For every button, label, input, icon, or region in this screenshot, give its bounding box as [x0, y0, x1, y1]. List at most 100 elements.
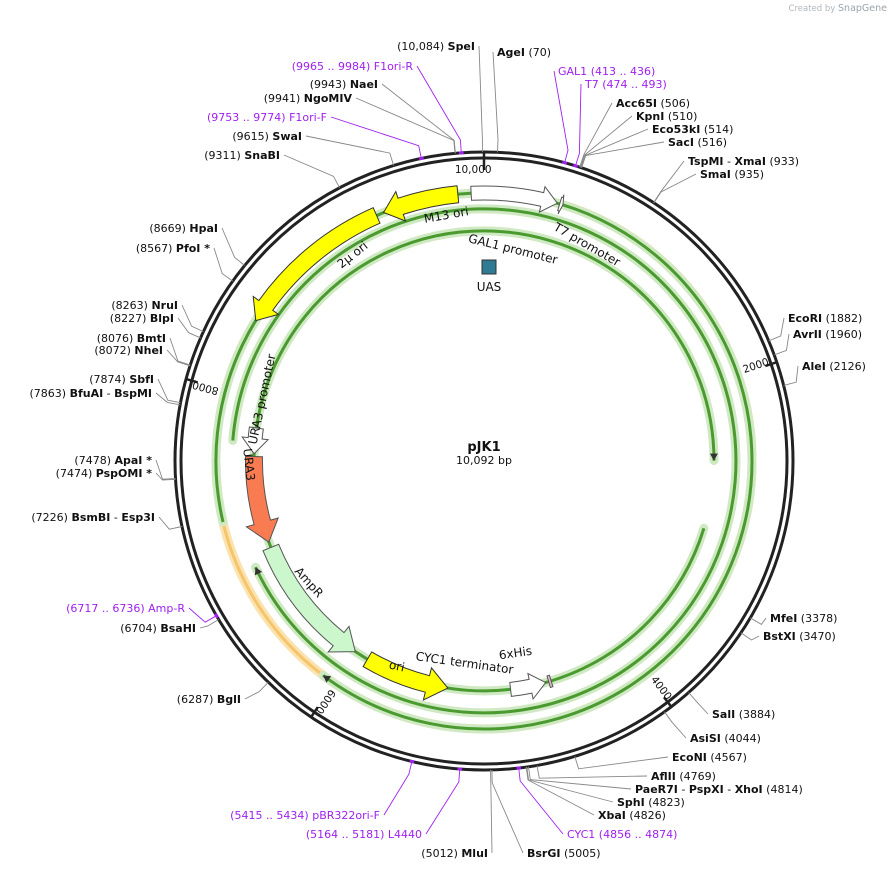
site-coord: (3470)	[799, 630, 836, 643]
leader-ecori	[768, 317, 785, 342]
site-name-f1ori-f: F1ori-F	[289, 111, 327, 124]
feature-ura3	[244, 455, 280, 543]
site-sep: -	[678, 783, 689, 796]
feature-ampr	[262, 543, 356, 653]
site-sep: -	[110, 511, 121, 524]
site-name-apai: ApaI *	[115, 454, 153, 467]
site-name-mlui: MluI	[461, 847, 488, 860]
uas-box	[481, 259, 497, 275]
site-name-hpai: HpaI	[189, 222, 218, 235]
tick-label-4000: 4000	[648, 674, 674, 703]
site-name-l4440: L4440	[388, 828, 422, 841]
leader-hpai	[221, 227, 245, 266]
site-label-nhei: (8072) NheI	[94, 344, 163, 357]
site-label-gal1: GAL1 (413 .. 436)	[558, 65, 655, 78]
feature-label-6xhis: 6xHis	[498, 644, 533, 663]
leader-pbr322ori-f	[383, 761, 413, 816]
site-coord: (514)	[704, 123, 734, 136]
site-label-swai: (9615) SwaI	[232, 130, 302, 143]
leader-saci	[581, 141, 665, 168]
site-label-sphi: SphI (4823)	[617, 796, 685, 809]
feature-label-ori: ori	[388, 658, 406, 675]
primer-mark-pbr322ori-f	[409, 759, 415, 764]
leader-nrui	[181, 304, 204, 333]
leader-bgli	[244, 681, 269, 700]
leader-f1ori-r	[416, 65, 462, 153]
site-coord: (4567)	[710, 751, 747, 764]
site-label-agei: AgeI (70)	[497, 46, 551, 59]
site-name-paer7i: PaeR7I	[635, 783, 678, 796]
site-label-f1ori-r: (9965 .. 9984) F1ori-R	[292, 60, 414, 73]
site-label-bsrgi: BsrGI (5005)	[527, 847, 601, 860]
site-coord: (9941)	[264, 92, 301, 105]
site-name-tspmi: TspMI	[688, 155, 724, 168]
leader-nhei	[166, 349, 191, 367]
site-coord: (8669)	[149, 222, 186, 235]
site-coord: (6704)	[120, 622, 157, 635]
leader-paer7i	[528, 766, 632, 790]
leader-sbfi	[157, 378, 181, 404]
site-name-sphi: SphI	[617, 796, 645, 809]
site-label-saci: SacI (516)	[668, 136, 727, 149]
tick-mark-4000	[663, 696, 673, 708]
site-coord: (2126)	[829, 360, 866, 373]
leader-cyc1	[518, 767, 564, 835]
site-coord: (9753 .. 9774)	[207, 111, 286, 124]
site-label-spei: (10,084) SpeI	[397, 40, 475, 53]
site-label-bgli: (6287) BglI	[177, 693, 241, 706]
site-name-gal1: GAL1	[558, 65, 587, 78]
site-coord: (4823)	[648, 796, 685, 809]
site-name-bsahi: BsaHI	[160, 622, 196, 635]
site-name-amp-r: Amp-R	[148, 602, 185, 615]
leader-swai	[305, 135, 395, 166]
site-coord: (933)	[769, 155, 799, 168]
site-label-kpni: KpnI (510)	[636, 110, 697, 123]
feature-label-ura3: URA3	[240, 448, 257, 482]
feature-gal1-promoter	[470, 185, 559, 214]
orf-arrowhead-3	[709, 453, 718, 461]
leader-gal1	[553, 70, 569, 163]
leader-spei	[478, 45, 483, 153]
site-coord: (7874)	[89, 373, 126, 386]
leader-bsmbi	[158, 516, 183, 530]
site-label-pfoi: (8567) PfoI *	[136, 242, 210, 255]
site-coord: (506)	[660, 97, 690, 110]
site-name-alei: AleI	[802, 360, 826, 373]
leader-bsrgi	[491, 769, 524, 854]
primer-mark-f1ori-f	[418, 156, 424, 161]
site-name-econi: EcoNI	[672, 751, 707, 764]
leader-bsahi	[199, 619, 219, 629]
primer-mark-t7	[572, 163, 579, 169]
leader-blpi	[177, 317, 201, 339]
uas-feature: UAS	[477, 259, 501, 294]
site-coord: (510)	[668, 110, 698, 123]
site-sep: -	[103, 387, 114, 400]
primer-mark-gal1	[562, 160, 568, 165]
plasmid-name: pJK1	[467, 440, 500, 455]
site-name-ecori: EcoRI	[788, 312, 822, 325]
site-name-t7: T7	[584, 78, 599, 91]
site-label-mfei: MfeI (3378)	[770, 612, 837, 625]
site-label-nrui: (8263) NruI	[111, 299, 178, 312]
site-coord: (8567)	[136, 242, 173, 255]
primer-mark-cyc1	[516, 766, 522, 770]
site-name-bsrgi: BsrGI	[527, 847, 560, 860]
site-coord: (3378)	[801, 612, 838, 625]
feature-m13-ori	[382, 185, 460, 222]
feature-ura3-promoter	[241, 426, 270, 455]
site-coord: (7474)	[56, 467, 93, 480]
site-label-ngomiv: (9941) NgoMIV	[264, 92, 353, 105]
leader-snabi	[283, 154, 340, 189]
orf-arrowhead-4	[323, 675, 332, 683]
site-coord: (9943)	[310, 78, 347, 91]
leader-bfuai	[155, 392, 181, 406]
site-coord: (935)	[734, 168, 764, 181]
site-name-sbfi: SbfI	[129, 373, 154, 386]
site-name-acc65i: Acc65I	[616, 97, 657, 110]
site-label-aflii: AflII (4769)	[651, 770, 716, 783]
leader-bstxi	[740, 632, 760, 641]
leader-sphi	[526, 766, 614, 803]
site-name-agei: AgeI	[497, 46, 525, 59]
site-coord: (9311)	[204, 149, 241, 162]
site-name-esp3i: Esp3I	[121, 511, 155, 524]
